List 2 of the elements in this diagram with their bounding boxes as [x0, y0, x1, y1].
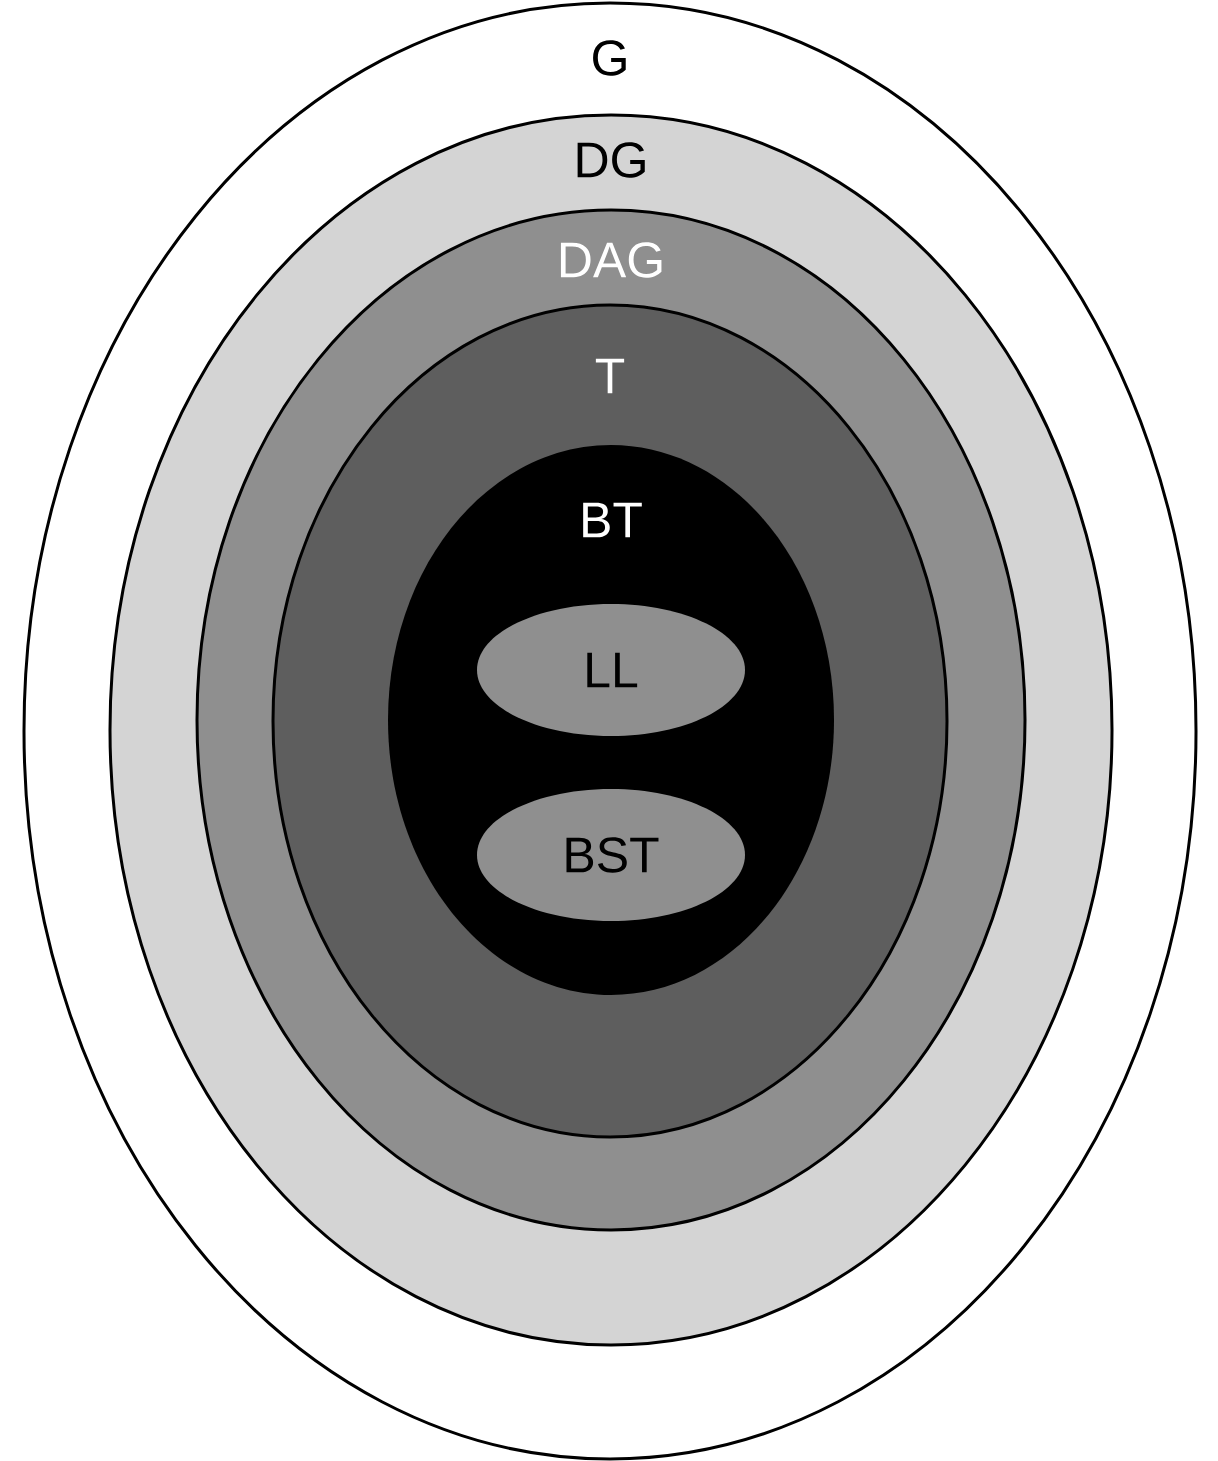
- ellipse-region: LL: [477, 604, 745, 736]
- ellipse-region: BST: [477, 789, 745, 921]
